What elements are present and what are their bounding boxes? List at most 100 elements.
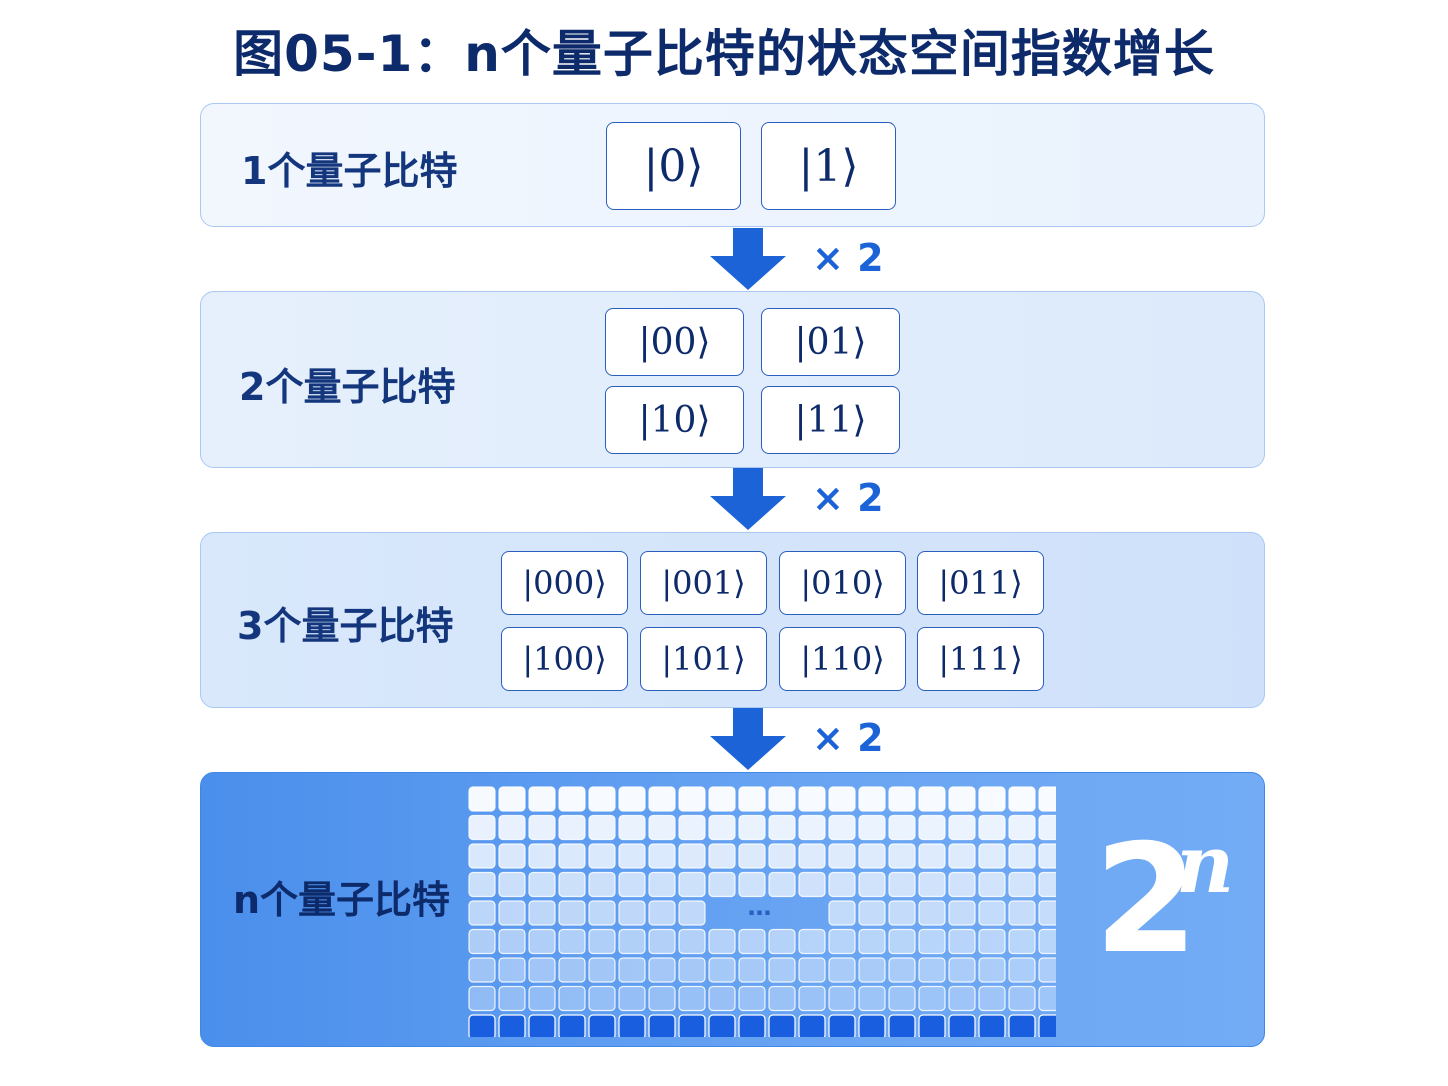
state-cell (948, 928, 976, 955)
state-cell (978, 871, 1006, 898)
state-cell (1038, 1014, 1056, 1037)
state-cell (918, 843, 946, 869)
state-cell (888, 928, 916, 955)
state-cell (978, 1014, 1006, 1037)
state-cell (1008, 843, 1036, 869)
state-cell (528, 814, 556, 841)
state-cell (978, 786, 1006, 812)
state-box: |01⟩ (761, 308, 900, 376)
state-cell (1038, 957, 1056, 983)
state-cell (558, 1014, 586, 1037)
state-cell (558, 957, 586, 983)
state-cell (498, 985, 526, 1012)
state-cell (618, 957, 646, 983)
state-cell (888, 900, 916, 926)
state-cell (618, 985, 646, 1012)
state-cell (678, 843, 706, 869)
state-cell (858, 786, 886, 812)
state-box: |001⟩ (640, 551, 767, 615)
state-cell (588, 843, 616, 869)
state-cell (528, 786, 556, 812)
state-cell (888, 957, 916, 983)
state-cell (798, 871, 826, 898)
state-cell (528, 900, 556, 926)
state-cell (708, 786, 736, 812)
state-cell (1008, 814, 1036, 841)
state-cell (888, 1014, 916, 1037)
down-arrow-icon (710, 708, 786, 770)
state-cell (948, 843, 976, 869)
state-cell (618, 786, 646, 812)
state-cell (768, 786, 796, 812)
state-cell (588, 900, 616, 926)
state-cell (738, 928, 766, 955)
state-box: |110⟩ (779, 627, 906, 691)
state-cell (468, 957, 496, 983)
state-cell (678, 786, 706, 812)
state-cell (1038, 985, 1056, 1012)
state-cell (858, 871, 886, 898)
state-cell (588, 786, 616, 812)
state-cell (588, 957, 616, 983)
state-cell (798, 843, 826, 869)
state-cell (528, 957, 556, 983)
state-cell (648, 843, 676, 869)
state-cell (918, 900, 946, 926)
state-cell (498, 814, 526, 841)
state-cell (798, 786, 826, 812)
state-box: |010⟩ (779, 551, 906, 615)
state-cell (978, 814, 1006, 841)
state-cell (498, 900, 526, 926)
state-cell (918, 957, 946, 983)
state-cell (558, 928, 586, 955)
state-cell (678, 957, 706, 983)
state-cell (498, 1014, 526, 1037)
state-box: |000⟩ (501, 551, 628, 615)
state-cell (648, 928, 676, 955)
state-cell (918, 1014, 946, 1037)
state-cell (648, 786, 676, 812)
state-cell (798, 928, 826, 955)
state-cell (888, 871, 916, 898)
state-cell (828, 985, 856, 1012)
state-cell (768, 1014, 796, 1037)
state-cell (588, 814, 616, 841)
ellipsis: … (747, 893, 773, 921)
state-cell (768, 928, 796, 955)
state-cell (528, 871, 556, 898)
state-cell (618, 1014, 646, 1037)
state-cell (948, 900, 976, 926)
row-label-1-qubit: 1个量子比特 (241, 149, 458, 193)
state-cell (738, 814, 766, 841)
state-cell (828, 786, 856, 812)
state-cell (888, 985, 916, 1012)
state-cell (678, 814, 706, 841)
state-cell (1008, 900, 1036, 926)
state-cell (498, 843, 526, 869)
state-cell (1038, 843, 1056, 869)
state-cell (1038, 928, 1056, 955)
state-cell (618, 928, 646, 955)
state-cell (798, 814, 826, 841)
state-cell (1038, 814, 1056, 841)
state-cell (618, 814, 646, 841)
state-cell (828, 1014, 856, 1037)
multiplier-label: × 2 (812, 716, 884, 760)
state-cell (738, 843, 766, 869)
state-box: |11⟩ (761, 386, 900, 454)
state-cell (468, 843, 496, 869)
state-cell (618, 843, 646, 869)
state-cell (828, 928, 856, 955)
state-cell (708, 957, 736, 983)
state-cell (738, 1014, 766, 1037)
state-box: |111⟩ (917, 627, 1044, 691)
state-cell (588, 871, 616, 898)
state-cell (648, 985, 676, 1012)
row-label-2-qubits: 2个量子比特 (239, 365, 456, 409)
panel-n-qubits: n个量子比特 … 2 n (200, 772, 1265, 1047)
state-box: |101⟩ (640, 627, 767, 691)
state-cell (828, 957, 856, 983)
state-cell (948, 786, 976, 812)
state-cell (498, 928, 526, 955)
state-cell (558, 900, 586, 926)
